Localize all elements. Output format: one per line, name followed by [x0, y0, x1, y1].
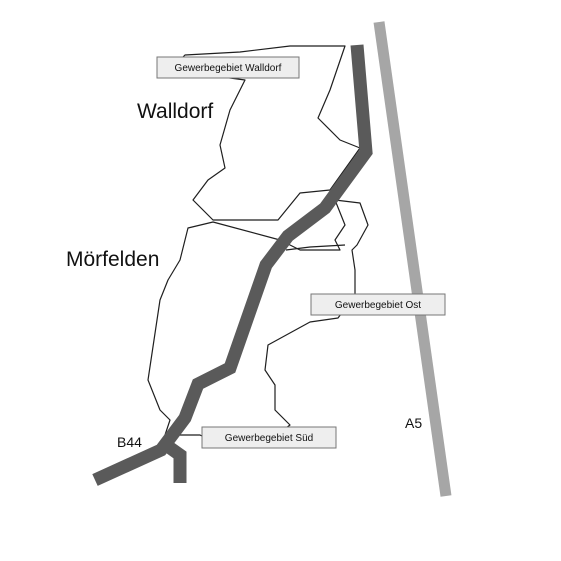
district-boundary — [285, 244, 346, 251]
area-label-sued: Gewerbegebiet Süd — [201, 426, 337, 449]
b44-road — [92, 44, 373, 486]
area-label-ost: Gewerbegebiet Ost — [310, 293, 446, 316]
svg-text:Gewerbegebiet Walldorf: Gewerbegebiet Walldorf — [175, 63, 282, 74]
svg-text:Gewerbegebiet Süd: Gewerbegebiet Süd — [225, 433, 313, 444]
town-label-walldorf: Walldorf — [137, 100, 213, 123]
moerfelden-outline — [147, 199, 369, 441]
svg-text:Gewerbegebiet Ost: Gewerbegebiet Ost — [335, 300, 421, 311]
a5-road — [373, 21, 452, 497]
road-label-b44: B44 — [117, 434, 142, 450]
road-label-a5: A5 — [405, 415, 422, 431]
area-label-walldorf: Gewerbegebiet Walldorf — [156, 56, 300, 79]
town-label-moerfelden: Mörfelden — [66, 248, 159, 271]
b44-branch — [162, 439, 187, 483]
walldorf-outline — [169, 45, 361, 221]
